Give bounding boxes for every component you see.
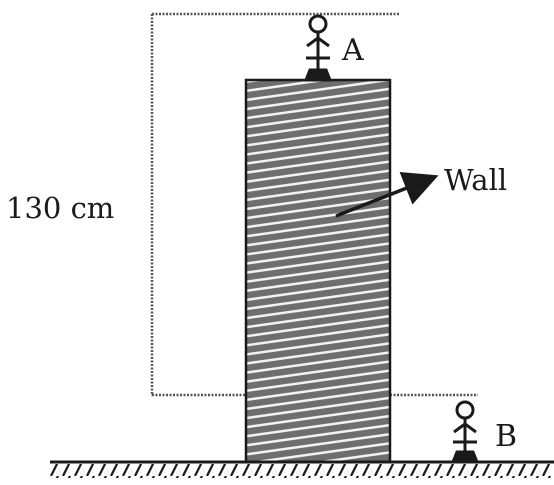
wall xyxy=(244,78,392,464)
height-label: 130 cm xyxy=(6,191,114,225)
point-a-label: A xyxy=(341,33,364,68)
point-b-label: B xyxy=(495,419,517,454)
ground-hatch xyxy=(50,464,554,478)
observer-b-icon xyxy=(450,400,480,464)
wall-pointer-arrow-icon xyxy=(335,172,439,218)
ground xyxy=(50,460,554,478)
wall-label: Wall xyxy=(444,163,507,197)
observer-a-icon xyxy=(303,14,333,82)
